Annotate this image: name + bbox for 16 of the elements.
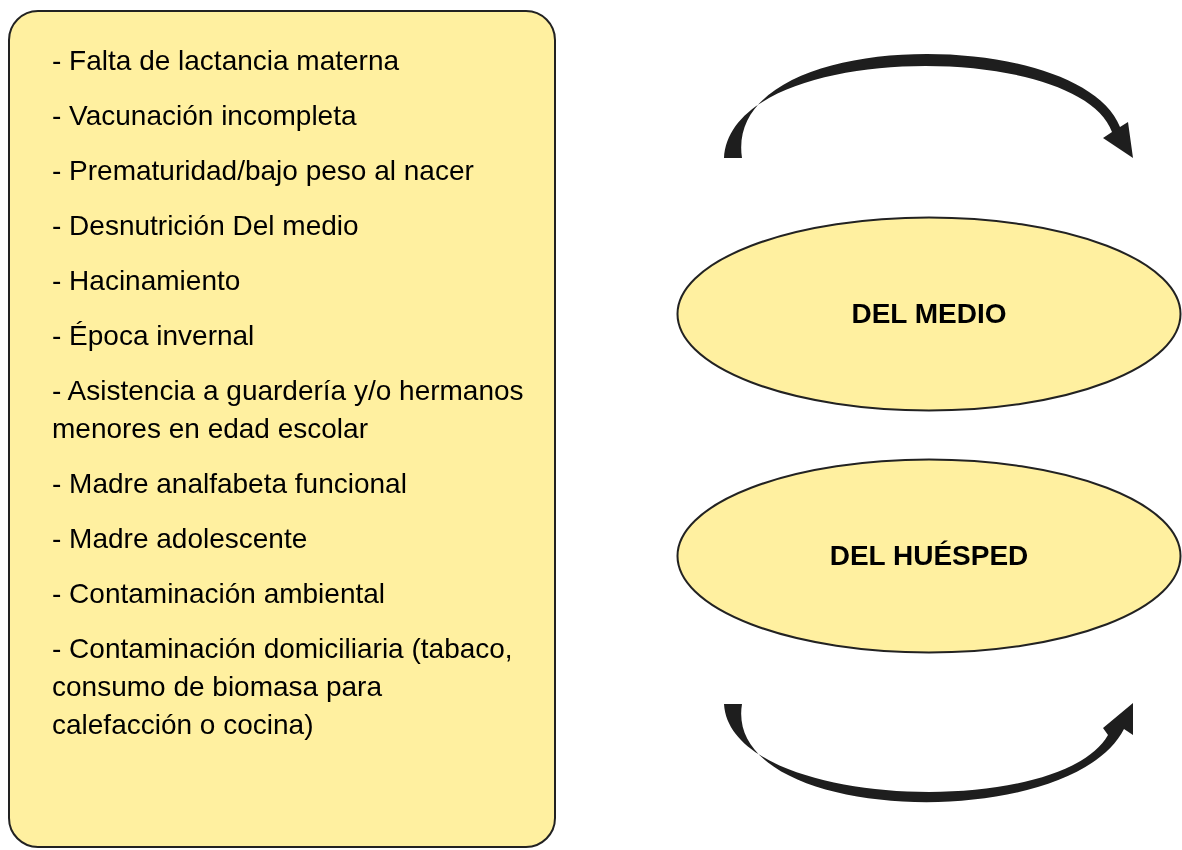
list-item: - Vacunación incompleta bbox=[52, 99, 358, 133]
list-item: - Época invernal bbox=[52, 319, 256, 353]
list-item: - Prematuridad/bajo peso al nacer bbox=[52, 154, 475, 188]
ellipse bbox=[676, 458, 1182, 654]
list-item: - Asistencia a guardería y/o hermanos menores en edad escolar bbox=[52, 374, 524, 446]
list-item: - Madre analfabeta funcional bbox=[52, 467, 408, 501]
list-item: - Hacinamiento bbox=[52, 264, 242, 298]
list-box bbox=[8, 10, 556, 848]
list-item: - Madre adolescente bbox=[52, 522, 309, 556]
list-item: - Contaminación domiciliaria (tabaco, consumo de biomasa para calefacción o cocina) bbox=[52, 632, 514, 742]
ellipse-label: DEL HUÉSPED bbox=[829, 539, 1029, 573]
ellipse-label: DEL MEDIO bbox=[851, 297, 1007, 331]
list-item: - Desnutrición Del medio bbox=[52, 209, 360, 243]
list-item: - Contaminación ambiental bbox=[52, 577, 387, 611]
ellipse bbox=[676, 216, 1182, 412]
list-item: - Falta de lactancia materna bbox=[52, 44, 401, 78]
